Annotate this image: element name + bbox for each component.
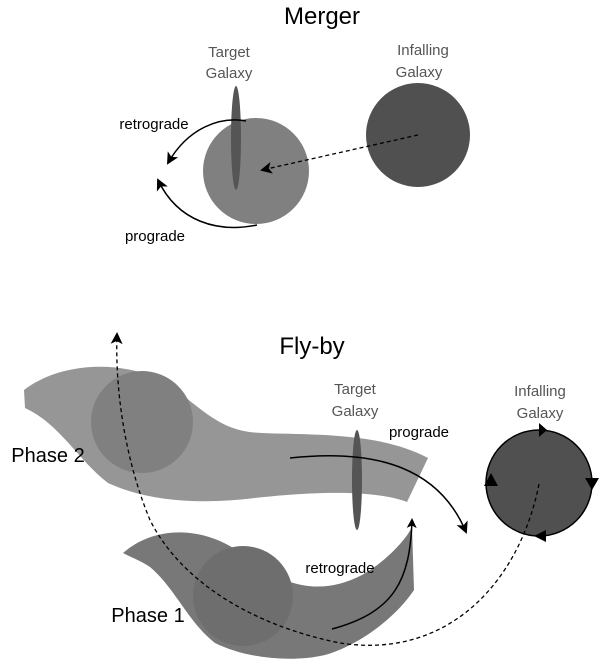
flyby-target-label-line1: Target [334,381,377,398]
flyby-retrograde-label: retrograde [305,560,374,577]
flyby-infalling-label-line1: Infalling [514,383,566,400]
rotation-arrowhead-bottom [534,530,546,542]
flyby-prograde-label: prograde [389,424,449,441]
flyby-panel: Fly-by Target Galaxy Infalling Galaxy pr… [11,332,599,659]
rotation-arrowhead-right [585,478,599,490]
merger-target-label-line2: Galaxy [206,65,253,82]
phase1-galaxy [193,546,293,646]
merger-target-label-line1: Target [208,44,251,61]
flyby-trajectory-path-arrow [110,332,540,646]
rotation-arrowhead-left [484,473,498,486]
merger-prograde-label: prograde [125,228,185,245]
flyby-infalling-galaxy [485,429,593,537]
merger-infall-path-arrow [260,134,419,174]
flyby-infalling-label-line2: Galaxy [517,405,564,422]
merger-target-galaxy [203,118,309,224]
flyby-title: Fly-by [279,333,344,360]
merger-title: Merger [284,3,360,30]
merger-panel: Merger Target Galaxy Infalling Galaxy re… [119,3,470,245]
merger-infalling-label-line1: Infalling [397,42,449,59]
merger-target-disk [231,86,241,190]
flyby-target-disk [352,430,362,530]
phase2-label: Phase 2 [11,445,84,467]
phase1-label: Phase 1 [111,605,184,627]
flyby-prograde-arrow [289,454,468,534]
flyby-retrograde-arrow [331,518,417,630]
merger-retrograde-arrow [167,119,247,165]
merger-infalling-label-line2: Galaxy [396,64,443,81]
merger-prograde-arrow [156,178,258,229]
phase2-galaxy [91,371,193,473]
merger-retrograde-label: retrograde [119,116,188,133]
rotation-arrowhead-top [539,423,547,437]
flyby-target-label-line2: Galaxy [332,403,379,420]
